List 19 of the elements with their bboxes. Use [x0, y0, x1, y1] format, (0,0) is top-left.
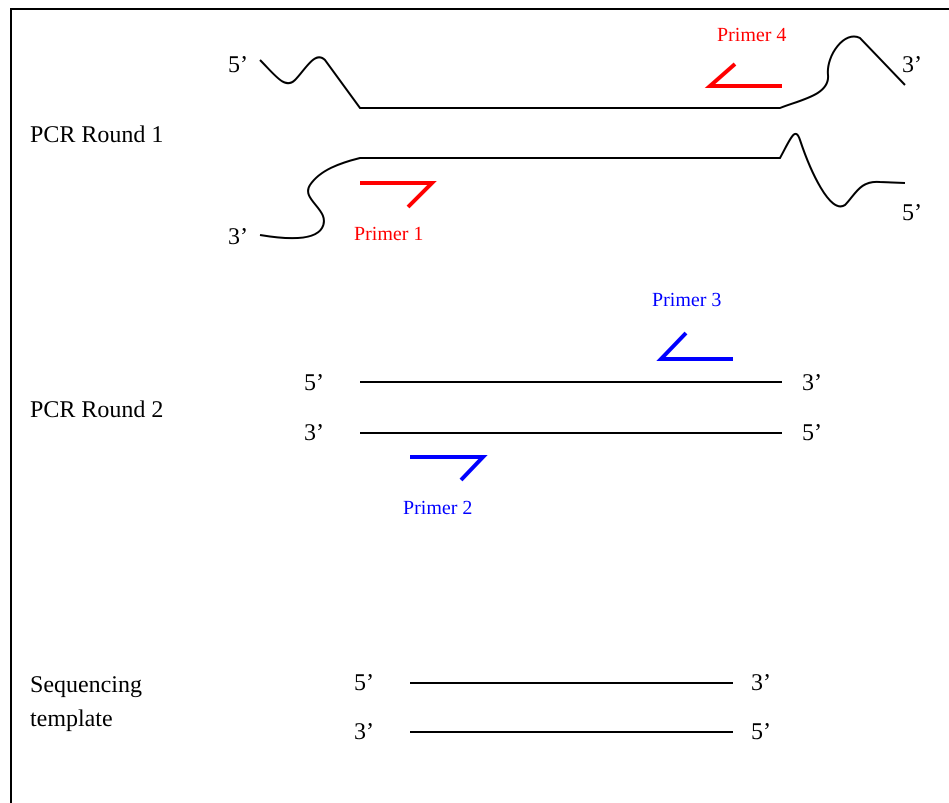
primer-label: Primer 1 — [354, 222, 424, 247]
strand-end-label: 3’ — [354, 718, 374, 747]
strand-end-label: 5’ — [751, 718, 771, 747]
step-label: Sequencing template — [30, 671, 143, 734]
strand-end-label: 5’ — [304, 369, 324, 398]
strand-end-label: 3’ — [304, 419, 324, 448]
strand-end-label: 5’ — [354, 669, 374, 698]
strand-end-label: 3’ — [802, 369, 822, 398]
strand-end-label: 5’ — [902, 199, 922, 228]
primer-label: Primer 4 — [717, 23, 786, 48]
strand-end-label: 5’ — [802, 419, 822, 448]
strand-end-label: 5’ — [228, 51, 248, 80]
step-label: PCR Round 1 — [30, 121, 164, 150]
strand-end-label: 3’ — [228, 223, 248, 252]
primer-label: Primer 3 — [652, 288, 722, 313]
step-label: PCR Round 2 — [30, 396, 164, 425]
primer-label: Primer 2 — [403, 496, 472, 521]
strand-end-label: 3’ — [902, 51, 922, 80]
strand-end-label: 3’ — [751, 669, 771, 698]
